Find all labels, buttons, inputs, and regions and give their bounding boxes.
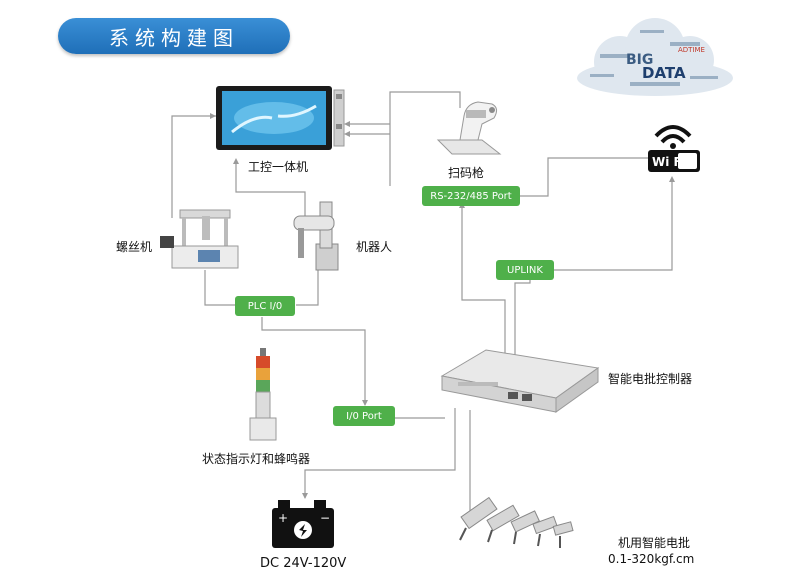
battery-icon: + − xyxy=(272,500,334,548)
plc-io-tag: PLC I/0 xyxy=(235,296,295,316)
scanner-label: 扫码枪 xyxy=(448,166,485,180)
cloud-word-adtime: ADTIME xyxy=(678,46,705,54)
io-port-tag: I/0 Port xyxy=(333,406,395,426)
screwdrivers-icon xyxy=(459,496,574,548)
big-data-cloud-icon: BIG DATA ADTIME xyxy=(577,18,733,96)
panel-pc-label: 工控一体机 xyxy=(248,160,309,174)
controller-label: 智能电批控制器 xyxy=(608,372,693,386)
wifi-icon: Wi Fi xyxy=(648,125,700,172)
cloud-word-big: BIG xyxy=(626,52,653,68)
screw-machine-label: 螺丝机 xyxy=(116,240,153,254)
screwdrivers-label-line1: 机用智能电批 xyxy=(618,536,691,550)
rs232-port-tag: RS-232/485 Port xyxy=(422,186,520,206)
screwdrivers-label-line2: 0.1-320kgf.cm xyxy=(608,552,695,566)
controller-box-icon xyxy=(440,349,600,413)
robot-arm-icon xyxy=(293,201,339,271)
cloud-word-data: DATA xyxy=(642,64,686,82)
status-light-label: 状态指示灯和蜂鸣器 xyxy=(202,452,311,466)
panel-pc-icon xyxy=(216,86,345,150)
uplink-tag: UPLINK xyxy=(496,260,554,280)
wifi-text: Wi Fi xyxy=(652,155,686,169)
status-tower-light-icon xyxy=(249,348,277,441)
barcode-scanner-icon xyxy=(436,101,502,155)
svg-text:−: − xyxy=(320,511,330,525)
screw-machine-icon xyxy=(160,209,239,269)
robot-label: 机器人 xyxy=(356,240,393,254)
power-label: DC 24V-120V xyxy=(260,556,347,571)
diagram-title: 系统构建图 xyxy=(58,18,290,54)
svg-text:+: + xyxy=(278,511,288,525)
